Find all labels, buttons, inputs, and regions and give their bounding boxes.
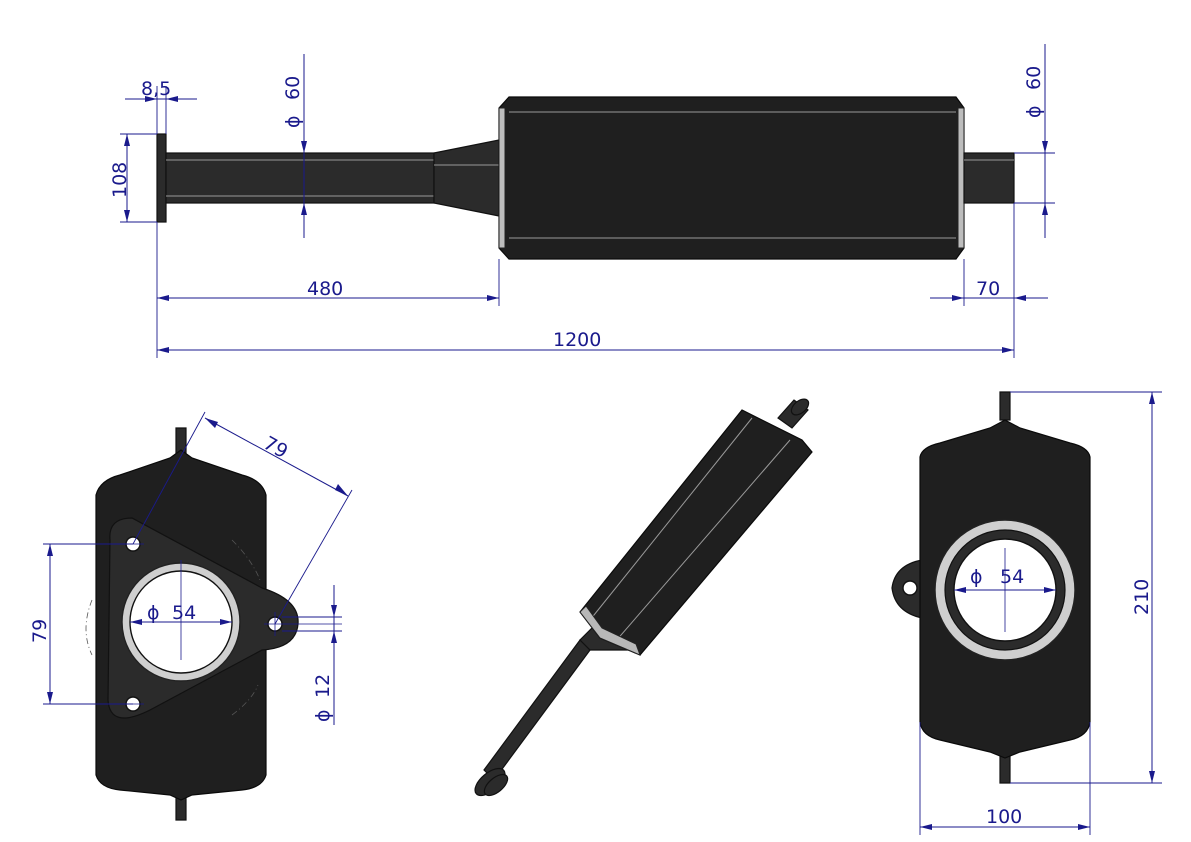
dim-rear-height: 210	[1131, 579, 1153, 615]
dim-inlet-diameter: 60	[282, 76, 304, 100]
outlet-diameter-symbol: ϕ	[1023, 105, 1045, 118]
rear-view: ϕ 54 210 100	[891, 391, 1162, 835]
dim-rear-width: 100	[986, 806, 1022, 828]
dim-hole-spacing: 79	[29, 619, 51, 643]
front-bore-symbol: ϕ	[147, 602, 160, 624]
dim-rear-bore: 54	[1000, 566, 1024, 588]
isometric-view	[474, 398, 813, 797]
inlet-cone	[433, 139, 500, 217]
muffler-body	[498, 96, 965, 260]
dim-flange-thickness: 8,5	[141, 78, 171, 100]
front-view: 79 79 ϕ 54 ϕ 12	[29, 411, 353, 821]
hole-symbol: ϕ	[312, 709, 334, 722]
side-view: 8,5 108 ϕ 60 ϕ 60 480 70	[109, 44, 1055, 358]
dim-outlet-diameter: 60	[1023, 66, 1045, 90]
outlet-pipe	[963, 152, 1015, 204]
iso-muffler-body	[579, 409, 813, 656]
dim-overall-length: 1200	[553, 329, 601, 351]
inlet-flange	[156, 133, 167, 223]
dim-hole-spacing-diagonal: 79	[260, 432, 292, 463]
inlet-diameter-symbol: ϕ	[282, 115, 304, 128]
dim-front-bore: 54	[172, 602, 196, 624]
dim-flange-height: 108	[109, 162, 131, 198]
dim-outlet-length: 70	[976, 278, 1000, 300]
dim-pipe-length: 480	[307, 278, 343, 300]
rear-bore-symbol: ϕ	[970, 566, 983, 588]
inlet-pipe	[165, 152, 435, 204]
iso-inlet-pipe	[483, 639, 591, 781]
dim-hole: 12	[312, 674, 334, 698]
